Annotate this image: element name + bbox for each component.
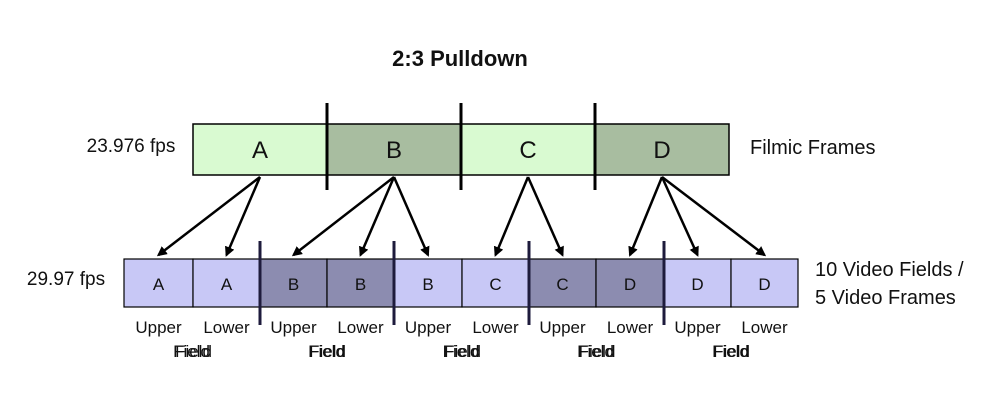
pulldown-arrow [359,176,396,257]
field-word-label: Field [713,342,750,361]
video-field [663,258,732,308]
field-position-label: Lower [607,318,654,337]
video-field-label: B [422,275,433,294]
pulldown-arrow [392,176,430,257]
field-position-label: Upper [539,318,586,337]
film-frame-d [594,123,730,176]
video-field-label: D [758,275,770,294]
film-frame-label: D [653,137,670,164]
field-word-label: Field [579,342,616,361]
field-word-label: Field [308,342,345,361]
field-position-label: Upper [405,318,452,337]
pulldown-arrow [661,176,767,257]
field-position-label: Upper [135,318,182,337]
film-frame-c [460,123,596,176]
field-word-label: Field [173,342,210,361]
film-frames-row: A B C D [192,103,730,190]
video-field-label: D [624,275,636,294]
film-frame-label: B [386,137,402,164]
field-word-label: Field [309,342,346,361]
pulldown-arrow [156,176,261,257]
film-row-label: Filmic Frames [750,137,876,159]
field-position-label: Upper [270,318,317,337]
field-word-label: Field [712,342,749,361]
field-position-label: Upper [674,318,721,337]
field-word-label: Field [175,342,212,361]
pulldown-arrow [225,176,262,257]
video-row-label-line1: 10 Video Fields / [815,259,964,281]
pulldown-arrow [660,176,699,257]
field-position-label: Lower [472,318,519,337]
pulldown-arrow [628,176,664,257]
field-position-label: Lower [337,318,384,337]
film-frame-label: C [519,137,536,164]
video-field [595,258,665,308]
pulldown-arrow [493,176,530,257]
video-row-label-line2: 5 Video Frames [815,287,956,309]
field-position-label: Lower [203,318,250,337]
field-word-label: Field [577,342,614,361]
diagram-title: 2:3 Pulldown [392,46,528,71]
pulldown-arrow [526,176,564,257]
video-field-label: D [691,275,703,294]
field-word-label: Field [444,342,481,361]
film-frame-a [192,123,328,176]
pulldown-arrow [291,176,395,257]
video-field [123,258,194,308]
video-field-label: C [489,275,501,294]
video-field-label: A [221,275,233,294]
video-field [393,258,463,308]
pulldown-arrows [156,176,767,257]
video-field-label: B [355,275,366,294]
video-field [528,258,597,308]
video-rate-label: 29.97 fps [27,269,105,290]
field-position-label: Lower [741,318,788,337]
video-field-label: C [556,275,568,294]
video-field [192,258,261,308]
field-word-label: Field [443,342,480,361]
film-frame-b [326,123,462,176]
film-frame-label: A [252,137,268,164]
video-field [730,258,799,308]
video-field-label: B [288,275,299,294]
film-rate-label: 23.976 fps [87,136,176,157]
video-field-label: A [153,275,165,294]
video-field [461,258,530,308]
